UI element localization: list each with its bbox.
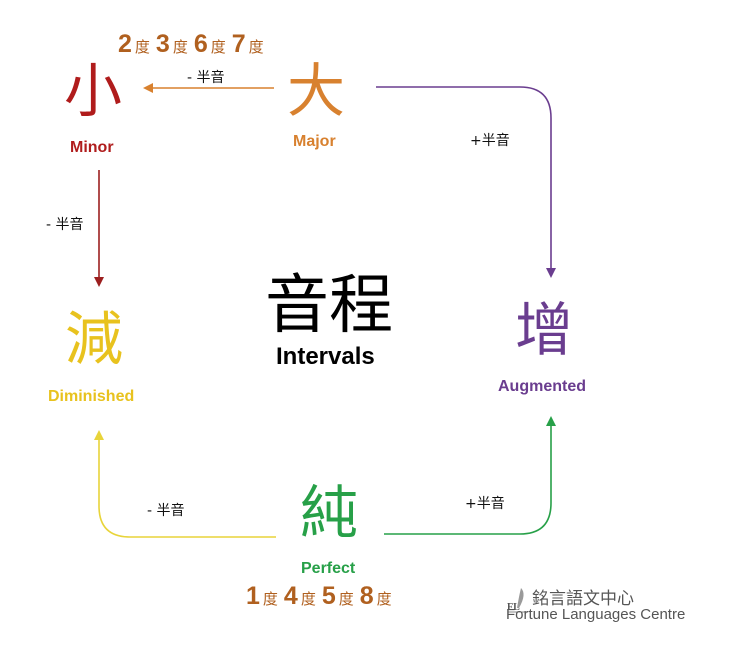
perfect-degree-num: 5 <box>321 582 336 610</box>
perfect-degree-unit: 度 <box>300 590 316 608</box>
minor-node-cn: 小 <box>64 57 123 125</box>
quill-icon <box>508 588 528 613</box>
diminished-node-cn: 減 <box>65 305 124 373</box>
step-label-perfect-augmented: +半音 <box>465 496 505 512</box>
perfect-degree-unit: 度 <box>376 590 392 608</box>
step-label-major-minor: - 半音 <box>187 70 225 86</box>
major-degree-unit: 度 <box>248 38 264 56</box>
step-label-perfect-diminished: - 半音 <box>147 503 185 519</box>
augmented-node-cn: 增 <box>515 296 574 364</box>
major-degree-unit: 度 <box>134 38 150 56</box>
perfect-degree-num: 4 <box>283 582 298 610</box>
perfect-node-cn: 純 <box>300 479 359 547</box>
arrow-perfect-to-diminished <box>94 430 276 538</box>
minor-node-label: Minor <box>70 139 114 156</box>
logo-english-name: Fortune Languages Centre <box>506 606 686 623</box>
major-degree-unit: 度 <box>172 38 188 56</box>
perfect-degree-num: 8 <box>359 582 374 610</box>
perfect-degree-unit: 度 <box>262 590 278 608</box>
step-label-major-augmented: +半音 <box>470 133 510 149</box>
arrow-perfect-to-augmented <box>384 416 556 535</box>
center-title: 音程 <box>265 269 393 343</box>
augmented-node-label: Augmented <box>498 378 586 395</box>
perfect-degree-num: 1 <box>246 582 260 610</box>
arrow-major-to-augmented <box>376 86 556 278</box>
major-degree-unit: 度 <box>210 38 226 56</box>
major-node-cn: 大 <box>287 57 346 125</box>
step-label-minor-diminished: - 半音 <box>46 217 84 233</box>
perfect-degree-unit: 度 <box>338 590 354 608</box>
major-degree-num: 3 <box>155 30 170 58</box>
fl-logo-letters: FL <box>507 602 520 613</box>
major-node-label: Major <box>293 133 336 150</box>
perfect-node-label: Perfect <box>301 560 356 577</box>
major-degree-num: 7 <box>231 30 246 58</box>
fl-logo-mark: FL <box>505 586 531 620</box>
major-degree-num: 2 <box>118 30 132 58</box>
major-degree-num: 6 <box>193 30 208 58</box>
diminished-node-label: Diminished <box>48 388 135 405</box>
logo-chinese-name: 銘言語文中心 <box>532 589 634 609</box>
center-subtitle: Intervals <box>276 343 375 370</box>
